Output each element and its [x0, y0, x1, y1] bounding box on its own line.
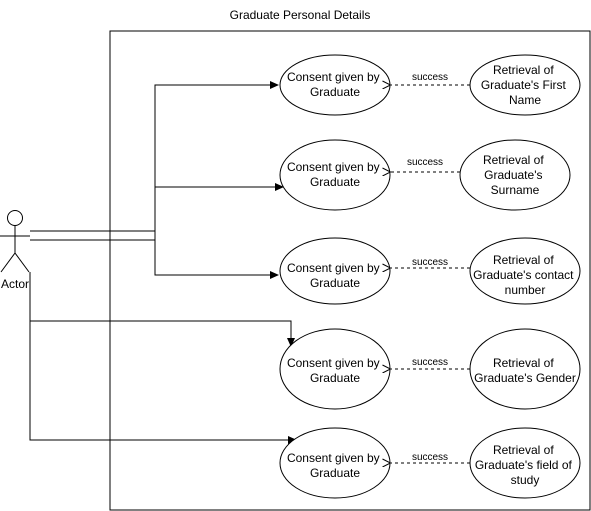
- retrieval-use-case-label: Retrieval of Graduate's field of study: [475, 443, 575, 487]
- actor-label: Actor: [1, 277, 29, 291]
- retrieval-use-case-label: Retrieval of Graduate's Surname: [483, 153, 547, 197]
- success-label: success: [412, 72, 448, 83]
- retrieval-use-case[interactable]: [469, 237, 581, 305]
- retrieval-use-case[interactable]: [459, 139, 571, 211]
- use-case-row: Consent given by Graduate Retrieval of G…: [279, 237, 581, 305]
- consent-use-case-label: Consent given by Graduate: [287, 356, 383, 385]
- actor-connections: [29, 81, 297, 444]
- consent-use-case-label: Consent given by Graduate: [287, 160, 383, 189]
- consent-use-case-label: Consent given by Graduate: [287, 70, 383, 99]
- use-case-row: Consent given by Graduate Retrieval of G…: [279, 54, 581, 116]
- use-case-row: Consent given by Graduate Retrieval of G…: [279, 427, 581, 499]
- consent-use-case-label: Consent given by Graduate: [287, 451, 383, 480]
- retrieval-use-case-label: Retrieval of Graduate's First Name: [481, 63, 569, 107]
- system-title: Graduate Personal Details: [230, 8, 371, 22]
- retrieval-use-case-label: Retrieval of Graduate's contact number: [473, 253, 577, 297]
- use-case-row: Consent given by Graduate Retrieval of G…: [279, 328, 581, 410]
- success-label: success: [412, 452, 448, 463]
- use-case-row: Consent given by Graduate Retrieval of G…: [279, 139, 571, 211]
- success-label: success: [407, 157, 443, 168]
- success-label: success: [412, 257, 448, 268]
- actor-figure: [0, 210, 30, 273]
- system-boundary: [109, 30, 591, 511]
- consent-use-case-label: Consent given by Graduate: [287, 261, 383, 290]
- success-label: success: [412, 357, 448, 368]
- retrieval-use-case-label: Retrieval of Graduate's Gender: [474, 356, 576, 385]
